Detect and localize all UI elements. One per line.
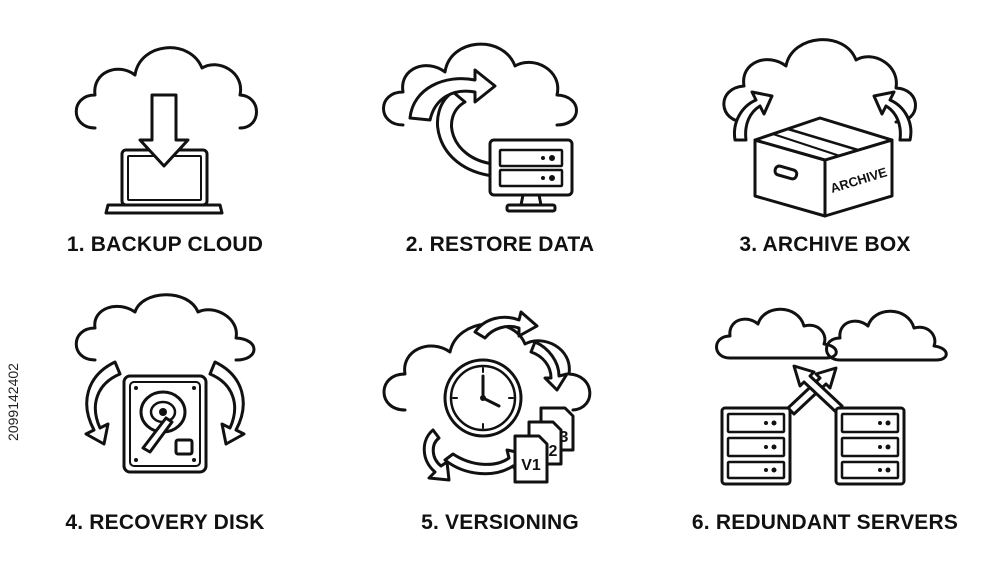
cloud-backup-laptop-icon xyxy=(74,46,258,215)
backup-cloud-label: 1. BACKUP CLOUD xyxy=(66,233,264,256)
recovery-disk-label: 4. RECOVERY DISK xyxy=(65,511,265,534)
redundant-servers-card: 6. REDUNDANT SERVERS xyxy=(660,290,990,570)
redundant-servers-clouds-icon xyxy=(715,307,948,486)
cloud-archive-box-icon: ARCHIVE xyxy=(722,38,917,218)
restore-data-card: 2. RESTORE DATA xyxy=(335,0,665,280)
versioning-label: 5. VERSIONING xyxy=(421,511,579,534)
restore-data-label: 2. RESTORE DATA xyxy=(405,233,595,256)
archive-box-card: ARCHIVE 3. ARCHIVE BOX xyxy=(660,0,990,280)
cloud-recovery-hard-disk-icon xyxy=(74,293,256,474)
backup-cloud-card: 1. BACKUP CLOUD xyxy=(0,0,330,280)
archive-box-label: 3. ARCHIVE BOX xyxy=(739,233,911,256)
cloud-versioning-clock-icon: 3 2 V1 xyxy=(382,310,592,484)
version-tag-2: 2 xyxy=(549,443,558,460)
versioning-card: 3 2 V1 5. VERSIONING xyxy=(335,290,665,570)
recovery-disk-card: 4. RECOVERY DISK xyxy=(0,290,330,570)
version-tag-1: V1 xyxy=(521,457,541,474)
cloud-restore-server-icon xyxy=(382,42,578,213)
redundant-servers-label: 6. REDUNDANT SERVERS xyxy=(691,511,959,534)
version-tag-3: 3 xyxy=(560,429,569,446)
